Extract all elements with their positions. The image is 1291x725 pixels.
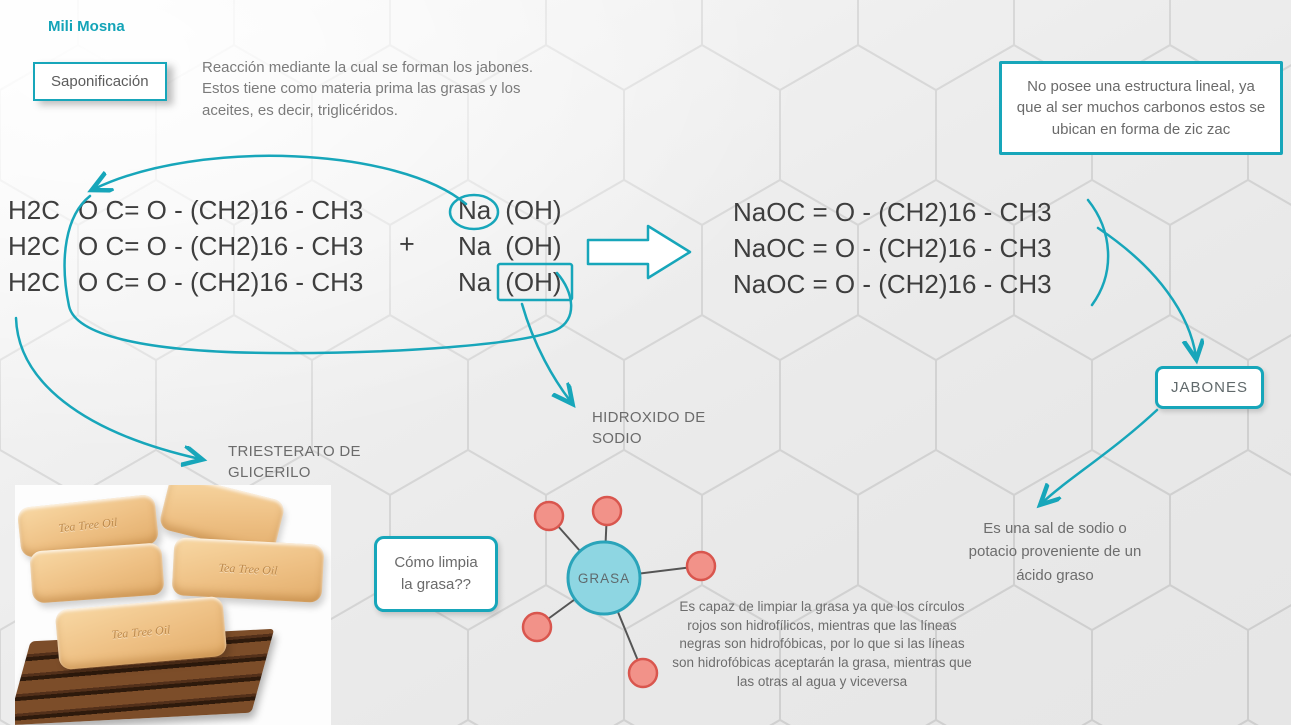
zigzag-note-text: No posee una estructura lineal, ya que a… [1016,78,1266,138]
na-symbol: Na [458,230,492,261]
naoh-row: Na (OH) [458,192,562,228]
formula-prefix: H2C [8,266,61,297]
como-limpia-label: Cómo limpia la grasa?? [394,554,478,593]
formula-chain: O C= O - (CH2)16 - CH3 [78,194,364,225]
jabones-box: JABONES [1155,366,1265,409]
soap-bar: Tea Tree Oil [171,537,325,603]
formula-row: H2C O C= O - (CH2)16 - CH3 [8,264,363,300]
saponificacion-label: Saponificación [51,73,149,90]
soap-brand-text: Tea Tree Oil [110,622,172,642]
oh-symbol: (OH) [505,266,562,297]
formula-chain: O C= O - (CH2)16 - CH3 [78,266,364,297]
zigzag-note-box: No posee una estructura lineal, ya que a… [999,61,1283,155]
triglyceride-formula: H2C O C= O - (CH2)16 - CH3 H2C O C= O - … [8,192,363,300]
naoh-formula: Na (OH) Na (OH) Na (OH) [458,192,562,300]
definition-text: Reacción mediante la cual se forman los … [202,59,534,119]
hidroxido-label: HIDROXIDO DE SODIO [592,409,706,447]
soap-product-formula: NaOC = O - (CH2)16 - CH3 NaOC = O - (CH2… [733,194,1052,302]
formula-row: H2C O C= O - (CH2)16 - CH3 [8,192,363,228]
jabones-label: JABONES [1171,379,1249,396]
soap-brand-text: Tea Tree Oil [57,515,119,536]
saponificacion-box: Saponificación [33,62,167,101]
soap-photo: Tea Tree Oil Tea Tree Oil Tea Tree Oil [15,485,331,725]
na-symbol: Na [458,266,492,297]
naoh-row: Na (OH) [458,228,562,264]
formula-row: NaOC = O - (CH2)16 - CH3 [733,196,1052,227]
soap-brand-text: Tea Tree Oil [218,560,278,578]
soap-bar [29,542,165,604]
formula-prefix: H2C [8,230,61,261]
author-name: Mili Mosna [48,18,125,35]
como-limpia-box: Cómo limpia la grasa?? [374,536,498,612]
triesterato-label: TRIESTERATO DE GLICERILO [228,443,361,481]
formula-row: NaOC = O - (CH2)16 - CH3 [733,232,1052,263]
naoh-row: Na (OH) [458,264,562,300]
formula-row: H2C O C= O - (CH2)16 - CH3 [8,228,363,264]
oh-symbol: (OH) [505,194,562,225]
formula-row: NaOC = O - (CH2)16 - CH3 [733,268,1052,299]
oh-symbol: (OH) [505,230,562,261]
plus-sign: + [399,229,415,259]
na-symbol: Na [458,194,492,225]
limpia-grasa-note: Es capaz de limpiar la grasa ya que los … [672,599,972,689]
formula-prefix: H2C [8,194,61,225]
sal-sodio-note: Es una sal de sodio o potacio provenient… [968,520,1142,584]
formula-chain: O C= O - (CH2)16 - CH3 [78,230,364,261]
